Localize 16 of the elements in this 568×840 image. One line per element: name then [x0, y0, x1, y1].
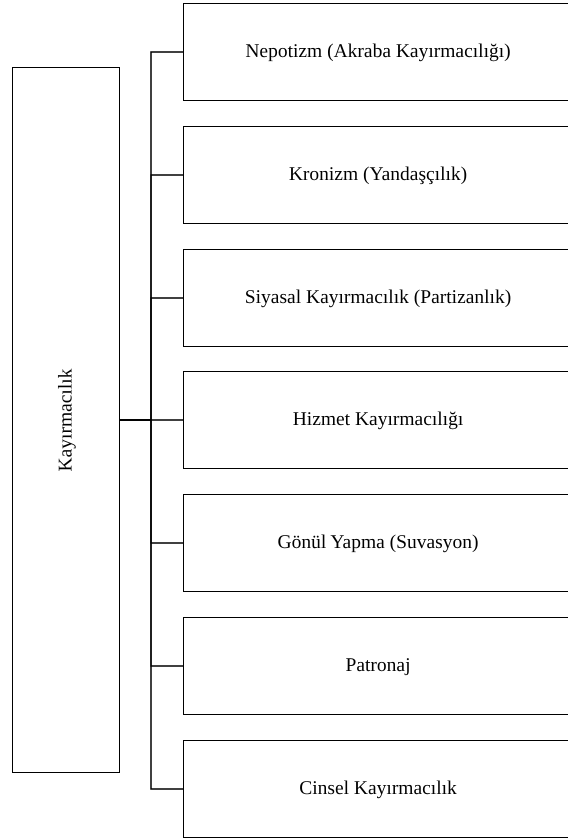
node-label: Cinsel Kayırmacılık: [299, 778, 457, 800]
subcategory-box: [183, 371, 568, 469]
node-label: Kayırmacılık: [55, 368, 77, 472]
node-label: Hizmet Kayırmacılığı: [292, 409, 464, 431]
node-label: Siyasal Kayırmacılık (Partizanlık): [244, 287, 512, 309]
subcategory-box: [183, 617, 568, 715]
subcategory-box: [183, 494, 568, 592]
subcategory-box: [183, 740, 568, 838]
node-label: Nepotizm (Akraba Kayırmacılığı): [245, 41, 511, 63]
subcategory-box: [183, 249, 568, 347]
category-box: [12, 67, 120, 773]
node-label: Patronaj: [346, 655, 410, 677]
node-label: Gönül Yapma (Suvasyon): [278, 532, 478, 554]
node-label: Kronizm (Yandaşçılık): [288, 164, 468, 186]
subcategory-box: [183, 126, 568, 224]
subcategory-box: [183, 3, 568, 101]
